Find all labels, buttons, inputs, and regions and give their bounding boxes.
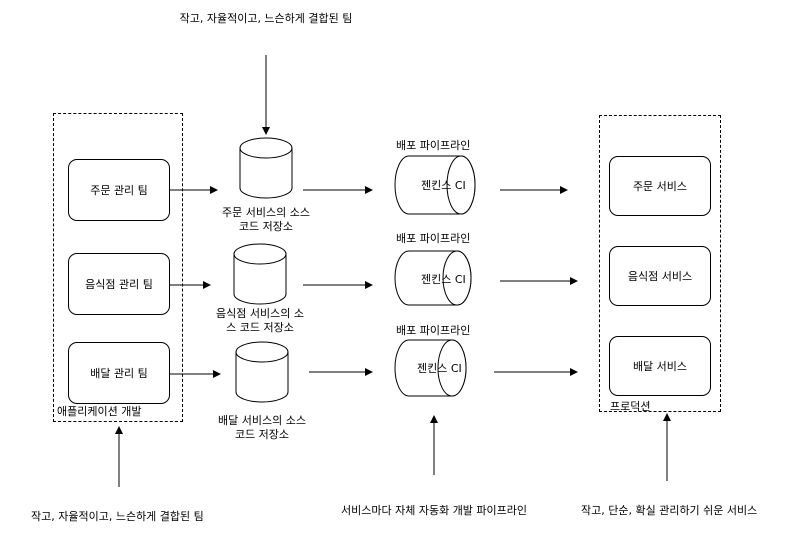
bottom-caption-right: 작고, 단순, 확실 관리하기 쉬운 서비스 <box>581 504 758 517</box>
prod-group-label: 프로덕션 <box>610 400 651 413</box>
repo-2-label-line2: 스 코드 저장소 <box>226 321 294 334</box>
top-caption: 작고, 자율적이고, 느슨하게 결합된 팀 <box>179 12 353 25</box>
dev-group-label: 애플리케이션 개발 <box>57 405 142 418</box>
repo-2-label-line1: 음식점 서비스의 소 <box>216 307 304 320</box>
repo-cylinder-2 <box>233 243 287 305</box>
pipeline-3-tool: 젠킨스 CI <box>417 362 462 375</box>
pipeline-2-label: 배포 파이프라인 <box>396 232 471 245</box>
pipeline-cylinder-1 <box>394 155 476 215</box>
repo-1-label-line1: 주문 서비스의 소스 <box>222 206 310 219</box>
repo-3-label-line2: 코드 저장소 <box>234 428 290 441</box>
pipeline-1-tool: 젠킨스 CI <box>421 179 466 192</box>
repo-cylinder-1 <box>239 137 293 199</box>
team-delivery[interactable]: 배달 관리 팀 <box>68 342 170 404</box>
pipeline-cylinder-2 <box>394 250 472 306</box>
team-restaurant[interactable]: 음식점 관리 팀 <box>68 253 170 315</box>
service-delivery[interactable]: 배달 서비스 <box>609 336 711 396</box>
team-order[interactable]: 주문 관리 팀 <box>68 159 170 221</box>
repo-1-label-line2: 코드 저장소 <box>238 220 294 233</box>
service-restaurant[interactable]: 음식점 서비스 <box>609 246 711 306</box>
repo-3-label-line1: 배달 서비스의 소스 <box>218 414 306 427</box>
bottom-caption-middle: 서비스마다 자체 자동화 개발 파이프라인 <box>341 504 528 517</box>
pipeline-cylinder-3 <box>394 339 467 397</box>
production-group <box>599 115 721 412</box>
application-development-group <box>53 113 183 422</box>
pipeline-1-label: 배포 파이프라인 <box>396 139 471 152</box>
service-order[interactable]: 주문 서비스 <box>609 156 711 216</box>
pipeline-3-label: 배포 파이프라인 <box>396 324 471 337</box>
repo-cylinder-3 <box>235 341 289 403</box>
pipeline-2-tool: 젠킨스 CI <box>421 273 466 286</box>
bottom-caption-left: 작고, 자율적이고, 느슨하게 결합된 팀 <box>31 510 204 523</box>
